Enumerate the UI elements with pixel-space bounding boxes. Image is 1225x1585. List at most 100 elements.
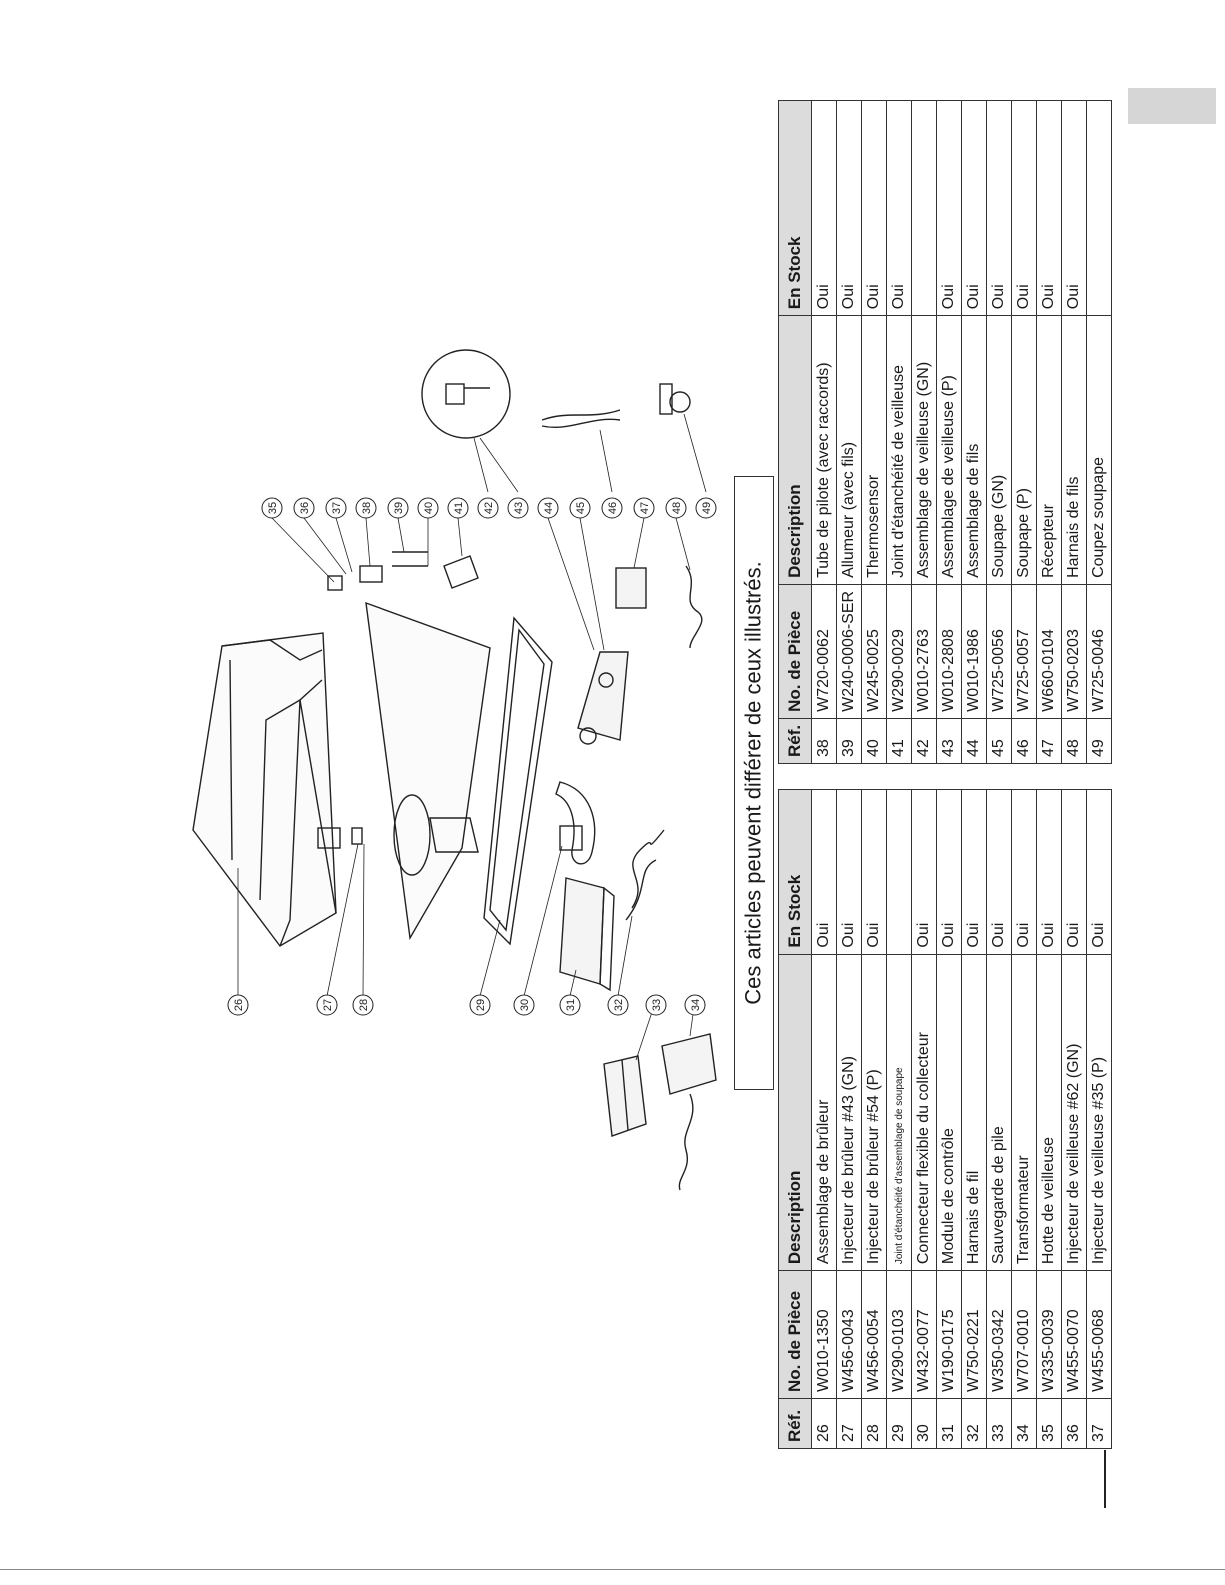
- footer-rule: [0, 1569, 1225, 1570]
- svg-text:48: 48: [671, 502, 683, 514]
- control-module-drawing: [559, 877, 615, 992]
- cell-part-no: W456-0043: [836, 1270, 862, 1399]
- callout-42: 42: [477, 497, 499, 519]
- cell-in-stock: [886, 789, 912, 955]
- gas-valve-drawing: [577, 651, 629, 745]
- col-part-no: No. de Pièce: [778, 1270, 812, 1399]
- cell-in-stock: Oui: [861, 789, 887, 955]
- cell-part-no: W010-1350: [811, 1270, 837, 1399]
- cell-part-no: W010-1986: [961, 584, 987, 719]
- cell-description: Injecteur de brûleur #43 (GN): [836, 954, 862, 1271]
- col-description: Description: [778, 315, 812, 585]
- cell-ref: 27: [836, 1398, 862, 1449]
- callout-28: 28: [352, 994, 374, 1016]
- svg-text:40: 40: [423, 502, 435, 514]
- transformer-drawing: [661, 1033, 717, 1191]
- callout-39: 39: [387, 497, 409, 519]
- callouts: 26 27 28 29 30 31 32 33 34 35 36 37 38 3…: [227, 497, 717, 1016]
- col-in-stock: En Stock: [778, 789, 812, 955]
- cell-in-stock: Oui: [836, 100, 862, 316]
- col-ref: Réf.: [778, 718, 812, 764]
- cell-ref: 38: [811, 718, 837, 764]
- svg-text:29: 29: [475, 999, 487, 1011]
- cell-in-stock: Oui: [886, 100, 912, 316]
- cell-description: Thermosensor: [861, 315, 887, 585]
- col-part-no: No. de Pièce: [778, 584, 812, 719]
- cell-in-stock: Oui: [1011, 789, 1037, 955]
- cell-ref: 46: [1011, 718, 1037, 764]
- cell-in-stock: Oui: [936, 100, 962, 316]
- cell-part-no: W432-0077: [911, 1270, 937, 1399]
- cell-in-stock: Oui: [836, 789, 862, 955]
- svg-text:43: 43: [513, 502, 525, 514]
- cell-description: Récepteur: [1036, 315, 1062, 585]
- pilot-detail-drawing: [421, 349, 511, 439]
- flex-connector-drawing: [555, 781, 596, 865]
- valve-plate-drawing: [365, 601, 491, 941]
- cell-in-stock: Oui: [811, 789, 837, 955]
- cell-ref: 35: [1036, 1398, 1062, 1449]
- cell-in-stock: [911, 100, 937, 316]
- svg-text:41: 41: [453, 502, 465, 514]
- cell-description: Hotte de veilleuse: [1036, 954, 1062, 1271]
- svg-text:49: 49: [701, 502, 713, 514]
- col-description: Description: [778, 954, 812, 1271]
- page-number-rule: [1104, 1450, 1106, 1508]
- cell-part-no: W660-0104: [1036, 584, 1062, 719]
- cell-description: Assemblage de fils: [961, 315, 987, 585]
- cell-description: Injecteur de veilleuse #35 (P): [1086, 954, 1112, 1271]
- cell-in-stock: Oui: [911, 789, 937, 955]
- callout-49: 49: [695, 497, 717, 519]
- receiver-drawing: [615, 567, 647, 609]
- callout-34: 34: [684, 994, 706, 1016]
- cell-part-no: W240-0006-SER: [836, 584, 862, 719]
- cell-ref: 44: [961, 718, 987, 764]
- cell-part-no: W707-0010: [1011, 1270, 1037, 1399]
- battery-pack-drawing: [603, 1055, 647, 1137]
- cell-ref: 36: [1061, 1398, 1087, 1449]
- cell-ref: 40: [861, 718, 887, 764]
- svg-text:47: 47: [639, 502, 651, 514]
- callout-46: 46: [601, 497, 623, 519]
- callout-29: 29: [469, 994, 491, 1016]
- svg-text:44: 44: [543, 502, 555, 514]
- cell-description: Assemblage de brûleur: [811, 954, 837, 1271]
- cell-ref: 37: [1086, 1398, 1112, 1449]
- cell-part-no: W010-2763: [911, 584, 937, 719]
- cell-description: Assemblage de veilleuse (P): [936, 315, 962, 585]
- cell-ref: 29: [886, 1398, 912, 1449]
- cell-description: Assemblage de veilleuse (GN): [911, 315, 937, 585]
- cell-part-no: W725-0046: [1086, 584, 1112, 719]
- cell-part-no: W290-0103: [886, 1270, 912, 1399]
- callout-45: 45: [569, 497, 591, 519]
- cell-part-no: W455-0070: [1061, 1270, 1087, 1399]
- svg-text:30: 30: [519, 999, 531, 1011]
- leader-lines: [237, 413, 707, 1061]
- cell-ref: 48: [1061, 718, 1087, 764]
- callout-48: 48: [665, 497, 687, 519]
- shutoff-valve-drawing: [659, 383, 691, 415]
- cell-description: Injecteur de brûleur #54 (P): [861, 954, 887, 1271]
- svg-text:42: 42: [483, 502, 495, 514]
- cell-in-stock: Oui: [961, 100, 987, 316]
- callout-26: 26: [227, 994, 249, 1016]
- cell-description: Joint d'étanchéité d'assemblage de soupa…: [886, 954, 912, 1271]
- cell-in-stock: Oui: [936, 789, 962, 955]
- cell-ref: 49: [1086, 718, 1112, 764]
- cell-in-stock: Oui: [986, 789, 1012, 955]
- callout-35: 35: [261, 497, 283, 519]
- svg-text:34: 34: [690, 999, 702, 1011]
